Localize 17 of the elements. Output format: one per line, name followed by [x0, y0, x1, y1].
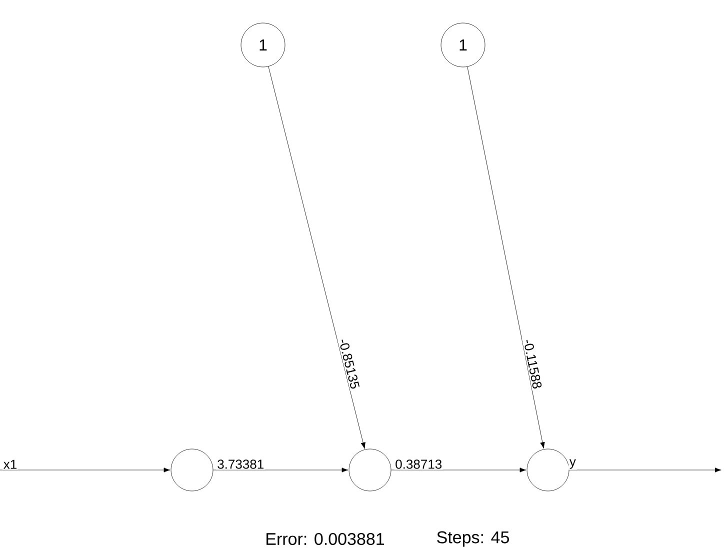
- edge-label: -0.85135: [337, 336, 362, 391]
- arrow: [391, 468, 526, 472]
- edge-label: 3.73381: [216, 458, 266, 470]
- arrow: [569, 468, 722, 472]
- result-text: Steps: 45: [437, 531, 509, 547]
- result-text: Error: 0.003881: [266, 532, 384, 546]
- edge-label: y: [568, 458, 577, 470]
- arrow: [0, 468, 170, 472]
- neuron-circle: [348, 448, 392, 492]
- neuron-circle: [526, 448, 570, 492]
- arrow: [213, 468, 348, 472]
- arrow: [268, 66, 366, 449]
- arrow: [467, 66, 545, 449]
- edge-label: x1: [2, 458, 18, 470]
- edge-label: 0.38713: [394, 458, 444, 470]
- neuron-circle: [170, 448, 214, 492]
- edge-label: -0.11588: [522, 337, 544, 391]
